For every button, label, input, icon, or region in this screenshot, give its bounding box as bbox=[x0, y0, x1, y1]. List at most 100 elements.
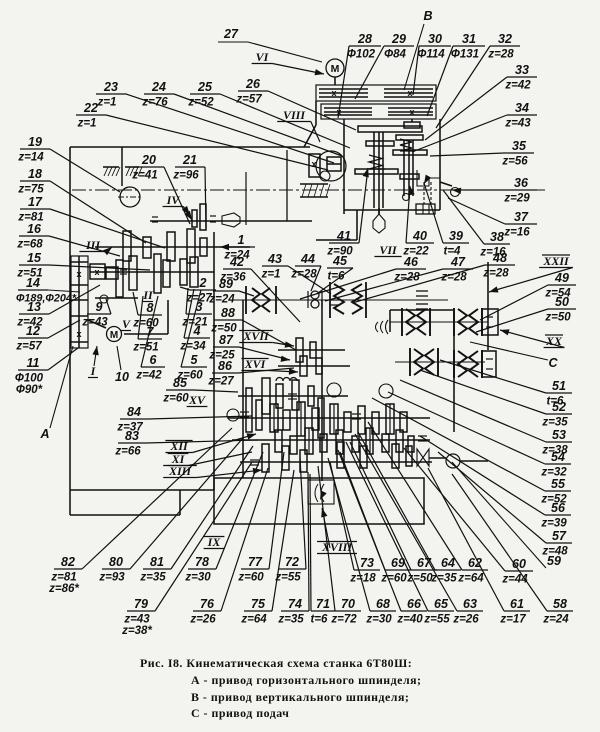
svg-text:z=1: z=1 bbox=[97, 97, 117, 109]
svg-text:76: 76 bbox=[200, 597, 215, 611]
svg-text:z=43: z=43 bbox=[123, 614, 150, 626]
svg-text:40: 40 bbox=[412, 229, 427, 243]
svg-text:Ф84: Ф84 bbox=[384, 49, 406, 61]
svg-text:86: 86 bbox=[218, 359, 233, 373]
svg-text:z=50: z=50 bbox=[544, 312, 571, 324]
svg-text:32: 32 bbox=[498, 32, 512, 46]
svg-text:z=1: z=1 bbox=[77, 118, 97, 130]
svg-text:Ф189,Ф204*: Ф189,Ф204* bbox=[16, 293, 77, 305]
svg-text:VIII: VIII bbox=[283, 108, 306, 122]
svg-text:84: 84 bbox=[127, 405, 141, 419]
svg-text:Ф102: Ф102 bbox=[347, 49, 376, 61]
svg-text:z=56: z=56 bbox=[501, 156, 528, 168]
svg-text:71: 71 bbox=[316, 597, 330, 611]
svg-text:24: 24 bbox=[151, 80, 166, 94]
svg-text:77: 77 bbox=[248, 555, 263, 569]
svg-text:79: 79 bbox=[134, 597, 148, 611]
svg-text:51: 51 bbox=[552, 379, 566, 393]
svg-text:Ф100: Ф100 bbox=[15, 373, 44, 385]
svg-text:z=27: z=27 bbox=[207, 376, 234, 388]
svg-text:7: 7 bbox=[147, 325, 155, 339]
svg-text:x: x bbox=[407, 88, 412, 98]
svg-text:z=26: z=26 bbox=[452, 614, 479, 626]
svg-text:z=28: z=28 bbox=[482, 268, 509, 280]
svg-text:6: 6 bbox=[150, 353, 158, 367]
svg-text:z=68: z=68 bbox=[16, 239, 43, 251]
svg-text:z=38: z=38 bbox=[541, 445, 568, 457]
svg-text:z=76: z=76 bbox=[141, 97, 168, 109]
svg-text:14: 14 bbox=[26, 276, 40, 290]
svg-text:IV: IV bbox=[166, 193, 181, 207]
svg-text:25: 25 bbox=[197, 80, 213, 94]
svg-text:74: 74 bbox=[288, 597, 302, 611]
svg-text:z=72: z=72 bbox=[330, 614, 357, 626]
svg-text:z=35: z=35 bbox=[430, 573, 457, 585]
svg-text:81: 81 bbox=[150, 555, 164, 569]
svg-text:I: I bbox=[90, 364, 97, 378]
svg-text:67: 67 bbox=[417, 556, 432, 570]
svg-text:z=17: z=17 bbox=[499, 614, 526, 626]
svg-text:z=22: z=22 bbox=[402, 246, 429, 258]
svg-text:23: 23 bbox=[103, 80, 118, 94]
svg-text:z=42: z=42 bbox=[16, 317, 43, 329]
svg-text:82: 82 bbox=[61, 555, 75, 569]
svg-text:z=50: z=50 bbox=[406, 573, 433, 585]
svg-text:XVII: XVII bbox=[242, 329, 270, 343]
svg-text:54: 54 bbox=[551, 450, 565, 464]
svg-text:4: 4 bbox=[193, 324, 201, 338]
svg-text:47: 47 bbox=[450, 255, 466, 269]
svg-text:Ф114: Ф114 bbox=[417, 49, 445, 61]
svg-text:XI: XI bbox=[171, 452, 186, 466]
svg-text:z=28: z=28 bbox=[487, 49, 514, 61]
svg-text:70: 70 bbox=[341, 597, 355, 611]
svg-text:83: 83 bbox=[125, 429, 139, 443]
svg-text:50: 50 bbox=[555, 295, 569, 309]
svg-text:Ф90*: Ф90* bbox=[16, 384, 43, 396]
svg-text:3: 3 bbox=[196, 300, 203, 314]
svg-text:z=44: z=44 bbox=[501, 574, 528, 586]
svg-text:VI: VI bbox=[256, 50, 270, 64]
svg-text:z=28: z=28 bbox=[290, 269, 317, 281]
svg-text:z=25: z=25 bbox=[208, 350, 235, 362]
svg-text:z=16: z=16 bbox=[479, 247, 506, 259]
svg-text:z=30: z=30 bbox=[184, 572, 211, 584]
svg-text:z=34: z=34 bbox=[179, 341, 206, 353]
svg-text:72: 72 bbox=[285, 555, 299, 569]
svg-text:z=43: z=43 bbox=[81, 317, 108, 329]
svg-text:t=6: t=6 bbox=[547, 396, 565, 408]
svg-text:z=52: z=52 bbox=[540, 494, 567, 506]
svg-text:z=52: z=52 bbox=[187, 97, 214, 109]
svg-text:z=42: z=42 bbox=[135, 370, 162, 382]
svg-text:z=55: z=55 bbox=[423, 614, 450, 626]
svg-text:z=93: z=93 bbox=[98, 572, 125, 584]
svg-text:x: x bbox=[331, 88, 336, 98]
svg-text:z=96: z=96 bbox=[172, 170, 199, 182]
svg-text:z=29: z=29 bbox=[503, 193, 530, 205]
svg-text:37: 37 bbox=[514, 210, 529, 224]
svg-text:52: 52 bbox=[552, 400, 566, 414]
svg-text:8: 8 bbox=[147, 301, 154, 315]
svg-text:63: 63 bbox=[463, 597, 477, 611]
svg-text:Ф131: Ф131 bbox=[451, 49, 479, 61]
svg-text:z=24: z=24 bbox=[223, 250, 250, 262]
svg-text:5: 5 bbox=[191, 353, 199, 367]
svg-text:46: 46 bbox=[403, 255, 419, 269]
svg-text:66: 66 bbox=[407, 597, 422, 611]
svg-text:z=75: z=75 bbox=[17, 184, 44, 196]
svg-text:V: V bbox=[122, 317, 131, 331]
svg-text:56: 56 bbox=[551, 501, 566, 515]
svg-text:59: 59 bbox=[547, 554, 561, 568]
svg-text:XXII: XXII bbox=[542, 254, 570, 268]
svg-text:С - привод подач: С - привод подач bbox=[191, 706, 289, 720]
svg-text:XIII: XIII bbox=[168, 464, 192, 478]
svg-text:15: 15 bbox=[27, 251, 42, 265]
svg-text:z=40: z=40 bbox=[396, 614, 423, 626]
svg-text:17: 17 bbox=[28, 195, 43, 209]
svg-text:z=51: z=51 bbox=[16, 268, 42, 280]
svg-text:62: 62 bbox=[468, 556, 482, 570]
svg-text:30: 30 bbox=[428, 32, 442, 46]
svg-text:XVI: XVI bbox=[244, 357, 267, 371]
svg-text:z=38*: z=38* bbox=[121, 625, 152, 637]
svg-text:z=35: z=35 bbox=[139, 572, 166, 584]
svg-text:20: 20 bbox=[141, 153, 156, 167]
